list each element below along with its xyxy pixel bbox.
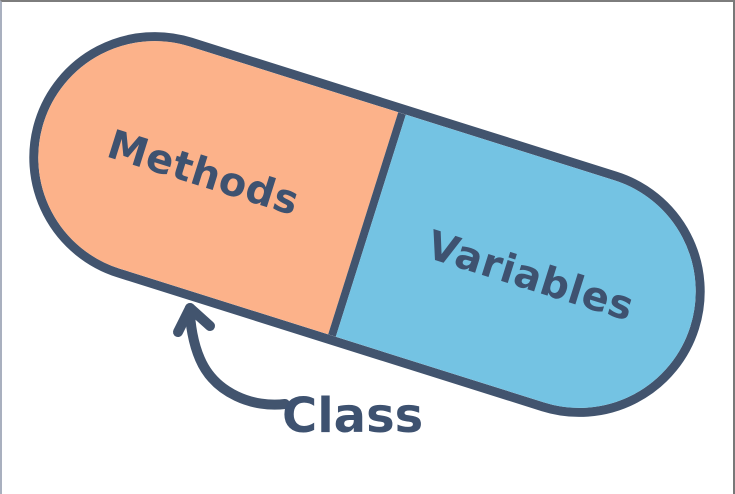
variables-label: Variables: [421, 221, 640, 331]
methods-segment: Methods: [8, 11, 399, 335]
class-label: Class: [282, 388, 424, 444]
curved-arrow-icon: [173, 303, 290, 410]
class-capsule: Methods Variables: [2, 2, 733, 449]
methods-label: Methods: [102, 121, 305, 225]
